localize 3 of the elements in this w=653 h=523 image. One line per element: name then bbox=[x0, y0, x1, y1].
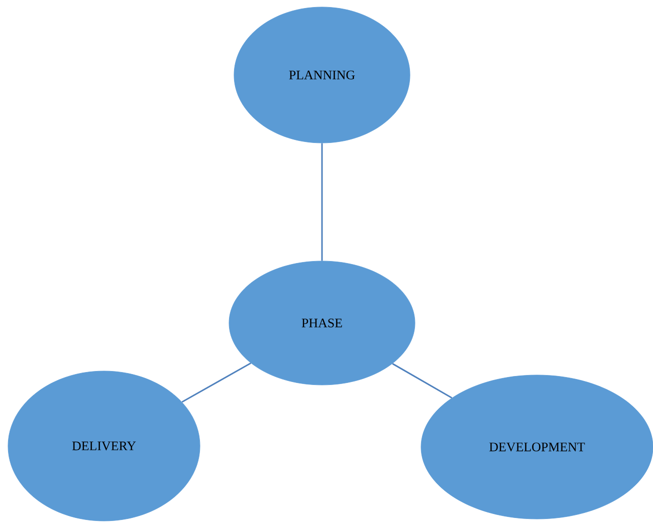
connector-line bbox=[392, 363, 452, 399]
connector-line bbox=[321, 143, 323, 261]
connector-line bbox=[182, 362, 252, 403]
